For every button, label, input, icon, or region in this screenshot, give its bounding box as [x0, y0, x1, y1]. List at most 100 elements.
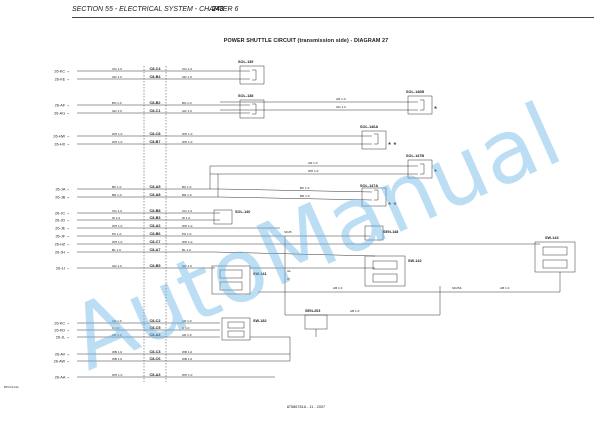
terminal-label: 26-KC → — [54, 321, 70, 325]
connector-pin: C8-B8 — [150, 209, 161, 213]
wire-label: WB 1.0 — [112, 350, 122, 354]
wire-label: BL 1.0 — [112, 248, 121, 252]
connector-pin: C8-B6 — [150, 232, 161, 236]
wire-note-br1: BR 1.0 — [300, 194, 310, 198]
header-rule — [72, 17, 594, 18]
wire-splice-1: SK25 — [284, 230, 292, 234]
connector-pin: C8-B7 — [150, 140, 161, 144]
sol-140-symbol — [205, 209, 233, 225]
sol-146a-label: SOL-146A — [360, 125, 378, 129]
connector-pin: C8-B3 — [150, 216, 161, 220]
connector-pin: C8-C2 — [150, 319, 161, 323]
wire-label: W 1.0 — [112, 216, 120, 220]
wire-note-ab1: AB 1.0 — [333, 286, 343, 290]
wire-label: WH 1.0 — [112, 140, 123, 144]
wire-note-ab2: AB 1.0 — [500, 286, 510, 290]
terminal-label: 26-JB → — [55, 195, 70, 199]
sol-139-symbol — [220, 65, 265, 85]
diagram-title: POWER SHUTTLE CIRCUIT (transmission side… — [223, 38, 389, 44]
wire-label: GR 1.0 — [182, 264, 192, 268]
sen-148-symbol — [205, 225, 384, 241]
mark-sol-146b: * — [434, 105, 437, 114]
wire-label: AR 1.0 — [112, 333, 122, 337]
wire-label: PK 1.0 — [182, 232, 192, 236]
wire-label: WH 1.0 — [182, 373, 193, 377]
wire-note-ar1: AR 1.0 — [336, 97, 346, 101]
wire-label: OG 1.0 — [182, 209, 192, 213]
wire-note-wh1: WH 1.0 — [308, 169, 319, 173]
page-number: 243 — [212, 6, 224, 13]
sen-148-label: SEN-148 — [383, 230, 398, 234]
terminal-label: 26-AA → — [55, 375, 70, 379]
wire-label: BN 1.0 — [182, 101, 192, 105]
wire-label: WH 1.0 — [112, 224, 123, 228]
wire-note-ar2: AR 1.0 — [308, 161, 318, 165]
connector-pin: C8-C5 — [150, 326, 161, 330]
sw-143-symbol — [215, 241, 576, 273]
wire-note-gr1: GR 1.0 — [336, 105, 346, 109]
terminal-label: 26-AW → — [54, 359, 71, 363]
wire-label: BN 1.0 — [112, 101, 122, 105]
sol-138-symbol — [220, 99, 265, 119]
sw-141-symbol — [211, 265, 251, 295]
wire-label: GR 1.0 — [112, 109, 122, 113]
wire-label: GR 1.0 — [182, 109, 192, 113]
sen-203-symbol — [304, 314, 328, 337]
sol-147a-label: SOL-147A — [360, 184, 378, 188]
wire-label: WH 1.0 — [112, 132, 123, 136]
sen-203-label: SEN-203 — [305, 309, 320, 313]
connector-pin: C8-B4 — [150, 75, 162, 79]
terminal-label: 26-AV → — [55, 352, 70, 356]
sol-146b-label: SOL-146B — [406, 90, 424, 94]
sol-147a-symbol — [219, 187, 387, 207]
mark-sol-147a: * * — [388, 201, 396, 210]
connector-pin: C8-A3 — [150, 373, 161, 377]
terminal-label: 26-AG → — [54, 111, 70, 115]
terminal-label: 26-HW → — [53, 134, 70, 138]
terminal-label: 26-HX → — [54, 142, 70, 146]
wire-label: WB 1.0 — [112, 357, 122, 361]
terminal-label: 26-KD → — [54, 328, 70, 332]
wire-label: AR 1.0 — [182, 333, 192, 337]
wire-label: WH 1.0 — [182, 132, 193, 136]
wire-label: PK 1.0 — [112, 232, 122, 236]
wire-label: WB 1.0 — [182, 350, 192, 354]
connector-pin: C8-A5 — [150, 185, 161, 189]
connector-pin: C8-C8 — [150, 132, 161, 136]
wire-label: AR 1.0 — [112, 319, 122, 323]
terminal-label: 26-JD → — [55, 218, 70, 222]
wire-label: BR 1.0 — [182, 193, 192, 197]
terminal-label: 26-AF → — [55, 103, 70, 107]
wire-note-vert2: W — [287, 277, 290, 281]
mark-sol-147b: * — [434, 168, 437, 177]
wire-label: BR 1.0 — [112, 193, 122, 197]
wire-label: WH 1.0 — [182, 240, 193, 244]
sol-147b-symbol — [209, 159, 433, 197]
connector-pin: C8-A2 — [150, 224, 161, 228]
terminal-label: 26-JJ → — [56, 266, 70, 270]
wire-label: GR 1.0 — [112, 264, 122, 268]
wire-splice-2: SK25A — [452, 286, 463, 290]
connector-pin: C8-B5 — [150, 264, 161, 268]
wire-label: C 1.0 — [112, 326, 120, 330]
terminal-label: 26-HZ → — [55, 242, 71, 246]
wire-label: WH 1.0 — [112, 373, 123, 377]
wire-label: GR 1.0 — [182, 75, 192, 79]
sol-140-label: SOL-140 — [235, 210, 250, 214]
sol-146a-symbol — [220, 130, 387, 150]
page-header: SECTION 55 - ELECTRICAL SYSTEM - CHAPTER… — [72, 6, 238, 13]
sw-182-label: SW-182 — [253, 319, 267, 323]
wire-label: OG 1.0 — [112, 67, 122, 71]
terminal-label: 26-JC → — [55, 211, 70, 215]
terminal-label: 26-JA → — [55, 187, 70, 191]
sol-139-label: SOL-139 — [238, 60, 253, 64]
page-footer: 87586781A - 11 - 2007 — [286, 405, 326, 409]
terminal-label: 26-JH → — [55, 250, 70, 254]
wire-label: C 1.0 — [182, 326, 190, 330]
connector-pin: C8-C1 — [150, 109, 161, 113]
sw-141-label: SW-141 — [253, 272, 267, 276]
wire-note-ab3: AB 1.0 — [350, 309, 360, 313]
wire-label: BK 1.0 — [182, 185, 192, 189]
wire-label: WH 1.0 — [182, 140, 193, 144]
